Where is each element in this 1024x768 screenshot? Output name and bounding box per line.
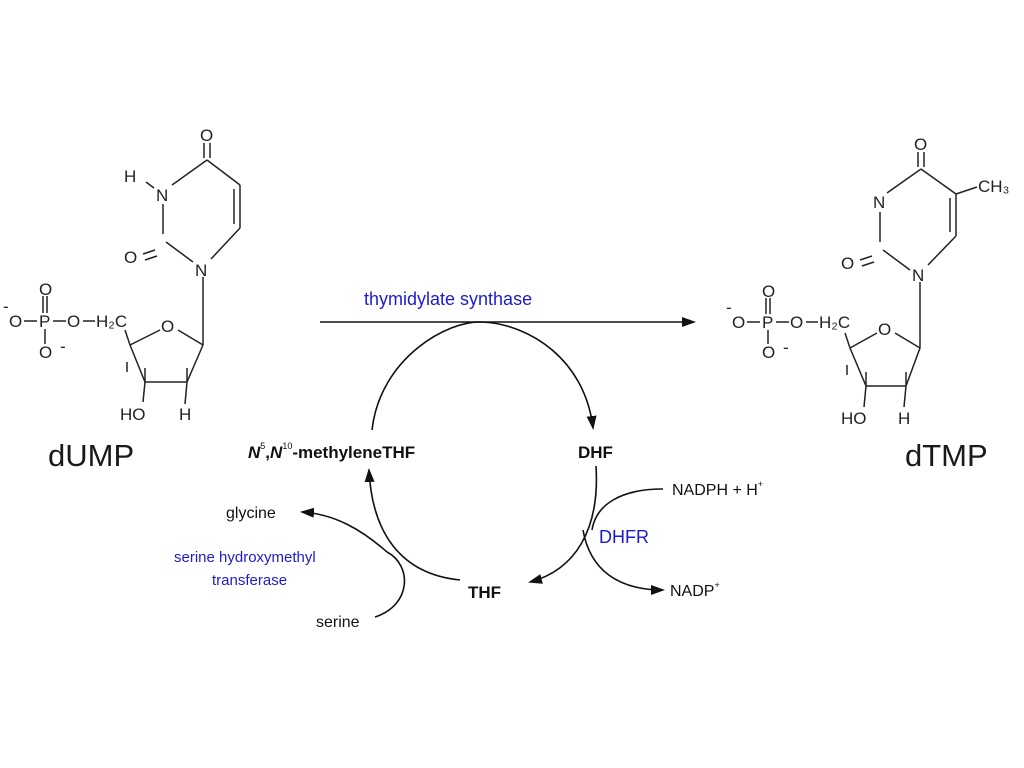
dump-ho: HO — [120, 405, 146, 424]
nadp-label: NADP+ — [670, 580, 720, 600]
dump-h: H — [179, 405, 191, 424]
dump-o-ring: O — [161, 317, 174, 336]
nadp-text: NADP — [670, 583, 714, 600]
ts-cycle-arc — [371, 321, 597, 431]
glycine-arrow — [300, 507, 388, 553]
reaction-arrows — [300, 317, 696, 618]
methylene-sup1: 5 — [260, 441, 265, 451]
glycine-label: glycine — [226, 505, 276, 522]
dump-p: P — [39, 312, 50, 331]
dtmp-n-top: N — [873, 193, 885, 212]
dump-o-p-top: O — [39, 280, 52, 299]
dtmp-ho: HO — [841, 409, 867, 428]
dtmp-minus-1: - — [726, 298, 732, 317]
dump-n-ring: N — [195, 261, 207, 280]
dump-minus-2: - — [60, 337, 66, 356]
dump-n-top: N — [156, 186, 168, 205]
shmt-label-line2: transferase — [212, 572, 287, 589]
dtmp-o-minus: O — [732, 313, 745, 332]
nadph-arrow — [591, 488, 664, 531]
dtmp-n-ring: N — [912, 266, 924, 285]
dtmp-o-top: O — [914, 135, 927, 154]
dtmp-label: dTMP — [905, 438, 988, 473]
dtmp-h2c: H₂C — [819, 313, 850, 332]
thymidylate-synthase-label: thymidylate synthase — [364, 289, 532, 309]
dump-o-bridge: O — [67, 312, 80, 331]
methylene-sup2: 10 — [282, 441, 292, 451]
dump-o-top: O — [200, 126, 213, 145]
dump-label: dUMP — [48, 438, 134, 473]
dtmp-o-left: O — [841, 254, 854, 273]
dtmp-ch3: CH₃ — [978, 177, 1009, 196]
methylene-n1: N — [248, 443, 261, 462]
dtmp-h: H — [898, 409, 910, 428]
dhfr-label: DHFR — [599, 527, 649, 547]
serine-arrow — [374, 551, 406, 618]
nadp-sup: + — [714, 580, 719, 590]
shmt-label-line1: serine hydroxymethyl — [174, 549, 316, 566]
thf-label: THF — [468, 583, 501, 602]
dump-minus-1: - — [3, 297, 9, 316]
dump-h-n: H — [124, 167, 136, 186]
dump-o-left: O — [124, 248, 137, 267]
dtmp-o-p-top: O — [762, 282, 775, 301]
nadph-text: NADPH + H — [672, 482, 758, 499]
dtmp-minus-2: - — [783, 338, 789, 357]
nadph-sup: + — [758, 479, 763, 489]
methylene-n2: N — [270, 443, 283, 462]
dhfr-arc — [528, 465, 598, 584]
methylene-rest: -methyleneTHF — [292, 443, 415, 462]
dtmp-structure: O N CH₃ O N - O O P O - O H₂C O HO H dTM… — [726, 135, 1009, 473]
dump-o-minus: O — [9, 312, 22, 331]
dtmp-o-ring: O — [878, 320, 891, 339]
dtmp-o-bottom: O — [762, 343, 775, 362]
nadph-label: NADPH + H+ — [672, 479, 763, 499]
serine-label: serine — [316, 614, 360, 631]
dump-o-bottom: O — [39, 343, 52, 362]
nadp-arrow — [582, 529, 665, 595]
shmt-arc — [364, 468, 461, 581]
methylene-comma: , — [265, 443, 270, 462]
dump-structure: O H N O N - O O P O - O H₂C O HO H dUMP — [3, 126, 241, 473]
methylene-thf-label: N5,N10-methyleneTHF — [248, 441, 415, 462]
dump-h2c: H₂C — [96, 312, 127, 331]
dhf-label: DHF — [578, 443, 613, 462]
dtmp-p: P — [762, 313, 773, 332]
dtmp-o-bridge: O — [790, 313, 803, 332]
